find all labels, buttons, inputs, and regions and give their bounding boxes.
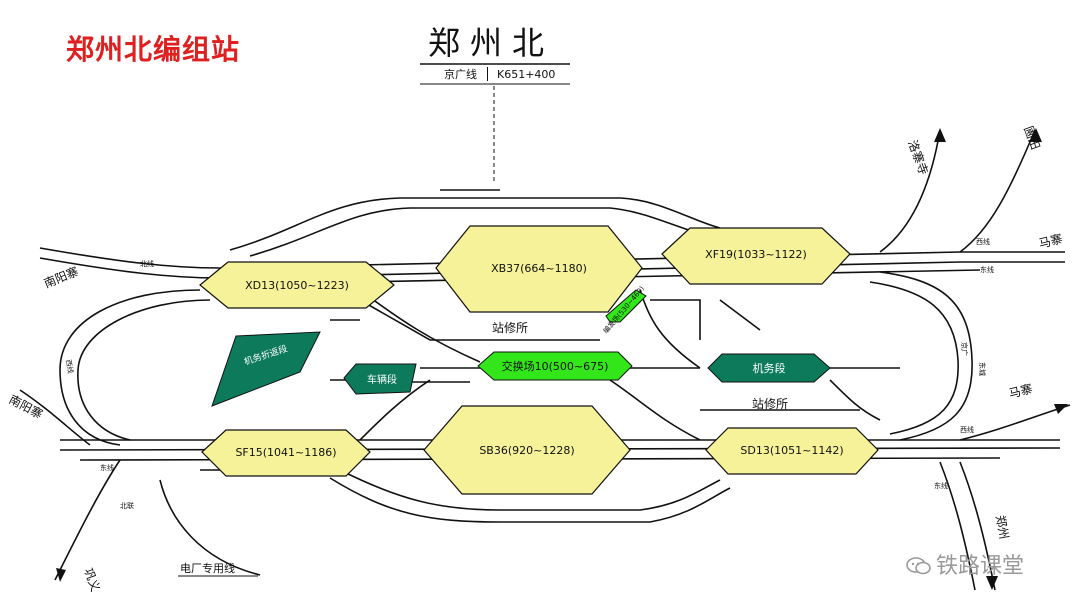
- label-sb36: SB36(920~1228): [479, 444, 574, 457]
- trk-xixian-left: 西线: [64, 359, 75, 374]
- track-branch-zhengzhou-2: [959, 461, 996, 591]
- track-branch-zhuchang: [959, 129, 1036, 253]
- label-xf19: XF19(1033~1122): [705, 248, 807, 261]
- yard-xb37: [435, 225, 643, 313]
- line-name: 京广线: [444, 68, 477, 81]
- dir-mazhai-right: 马寨: [1007, 381, 1034, 401]
- wechat-icon: [906, 557, 931, 575]
- dir-gongyi: 巩义: [81, 566, 102, 593]
- yard-cheliang: [343, 363, 417, 395]
- station-name: 郑州北: [428, 24, 555, 62]
- trk-beilian: 北联: [120, 501, 134, 510]
- slide-title: 郑州北编组站: [66, 33, 241, 66]
- km-post: 京广线 K651+400: [444, 66, 555, 82]
- arrow-3: [56, 568, 66, 582]
- track-upper-bypass-2: [249, 207, 711, 257]
- arrow-4: [986, 576, 998, 590]
- track-right-loop: [879, 271, 973, 441]
- direction-arrows: [56, 128, 1068, 590]
- label-jiaohuan: 交换场10(500~675): [502, 359, 609, 373]
- track-inner-14: [719, 299, 761, 331]
- dir-luochang: 洛寨寺: [905, 138, 931, 177]
- yard-sd13: [705, 427, 879, 475]
- track-inner-3: [639, 289, 701, 369]
- trk-dongxian-right: 东线: [980, 265, 994, 274]
- label-dianchang: 电厂专用线: [180, 561, 235, 575]
- trk-beixian: 北线: [140, 259, 154, 268]
- yard-jiwu-left: [211, 331, 321, 407]
- trk-dongxian-br: 东线: [934, 481, 948, 490]
- watermark-text: 铁路课堂: [936, 554, 1025, 579]
- yard-xf19: [661, 227, 851, 285]
- yard-xd13: [199, 261, 395, 309]
- label-jiwu: 机务段: [753, 361, 786, 375]
- label-sd13: SD13(1051~1142): [740, 444, 843, 457]
- dir-zhengzhou: 郑州: [993, 514, 1012, 540]
- yard-sb36: [423, 405, 631, 495]
- track-branch-zhengzhou: [939, 461, 976, 591]
- track-lower-bypass: [339, 469, 721, 511]
- km-value: K651+400: [497, 68, 556, 81]
- trk-xixian-br: 西线: [960, 425, 974, 434]
- track-upper-bypass: [229, 197, 721, 251]
- track-right-loop-2: [869, 281, 959, 435]
- arrow-1: [934, 128, 946, 142]
- arrow-5: [1054, 404, 1068, 414]
- track-left-loop: [59, 289, 201, 446]
- yard-small: [605, 289, 647, 323]
- track-inner-15: [159, 479, 261, 576]
- track-branch-mazhai: [959, 404, 1071, 441]
- trk-dongcheng: 东城: [978, 362, 987, 376]
- track-inner-9: [829, 379, 881, 421]
- track-nanyang-bottom: [19, 389, 91, 446]
- label-zhanxiu-bottom: 站修所: [752, 396, 788, 411]
- label-zhanxiu-top: 站修所: [492, 320, 528, 335]
- trk-xixian-right: 西线: [976, 237, 990, 246]
- trk-dongxian-left: 东线: [100, 463, 114, 472]
- track-branch-gongyi: [54, 459, 121, 581]
- track-left-loop-2: [77, 299, 211, 441]
- yard-jiaohuan: [477, 351, 633, 381]
- label-sf15: SF15(1041~1186): [235, 446, 336, 459]
- trk-jingguang-right: 京广: [960, 342, 969, 356]
- track-inner-13: [650, 299, 701, 340]
- watermark: 铁路课堂: [906, 548, 1024, 580]
- track-inner-5: [609, 379, 701, 441]
- yard-jiwu: [707, 353, 831, 383]
- dir-nanyang-top: 南阳寨: [42, 263, 81, 290]
- track-branch-luochang: [879, 129, 941, 253]
- track-lower-bypass-2: [329, 477, 731, 523]
- label-cheliang: 车辆段: [367, 373, 397, 386]
- dir-nanyang-bottom: 南阳寨: [7, 391, 46, 421]
- dir-mazhai-top: 马寨: [1037, 231, 1064, 251]
- track-inner-2: [359, 299, 600, 341]
- arrow-2: [1030, 128, 1042, 142]
- yard-sf15: [201, 429, 371, 477]
- track-inner-4: [359, 379, 431, 441]
- label-xd13: XD13(1050~1223): [245, 279, 349, 292]
- label-xb37: XB37(664~1180): [491, 262, 587, 275]
